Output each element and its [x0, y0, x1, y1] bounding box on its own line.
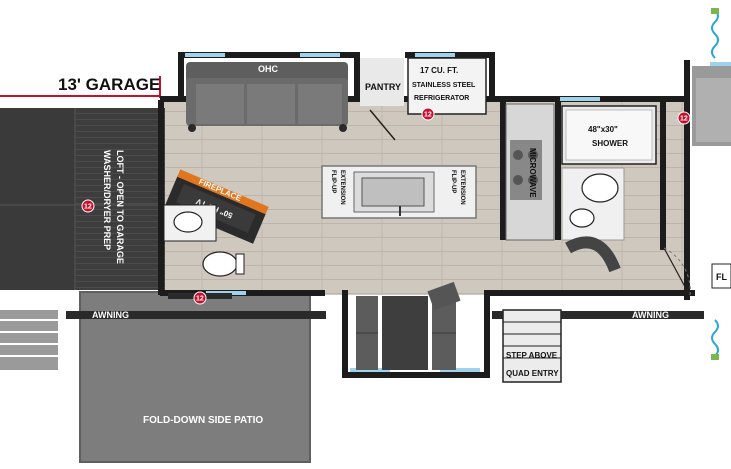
quad-entry-label: QUAD ENTRY: [506, 369, 559, 378]
flipup-right-line2: EXTENSION: [459, 170, 465, 205]
awning-right-label: AWNING: [632, 310, 669, 320]
sink-icon: [173, 211, 203, 233]
fridge-line1: 17 CU. FT.: [420, 66, 458, 75]
sink-icon: [361, 177, 425, 207]
main-bath: [561, 167, 625, 273]
flipup-left-line2: EXTENSION: [339, 170, 345, 205]
flipup-left-line1: FLIP-UP: [330, 170, 336, 193]
loft-label: LOFT - OPEN TO GARAGE: [115, 150, 125, 264]
shower: 48"x30" SHOWER: [561, 105, 657, 165]
water-hose-icon: [711, 319, 719, 360]
flipup-right-line1: FLIP-UP: [450, 170, 456, 193]
svg-text:12: 12: [680, 116, 688, 123]
microwave-label: MICROWAVE: [528, 148, 537, 198]
svg-text:12: 12: [424, 112, 432, 119]
water-hose-icon: [711, 8, 719, 59]
pantry-label: PANTRY: [365, 82, 401, 92]
step-above-label: STEP ABOVE: [506, 351, 558, 360]
toilet-icon: [202, 251, 238, 277]
ceiling-marker-label: 12: [84, 204, 92, 211]
ramp-steps: [0, 310, 58, 370]
kitchen-counter: MICROWAVE: [505, 103, 555, 241]
awning-right: AWNING: [492, 310, 704, 320]
kitchen-island: FLIP-UP EXTENSION FLIP-UP EXTENSION: [321, 165, 477, 219]
sofa: OHC: [186, 62, 348, 132]
shower-size-label: 48"x30": [588, 125, 618, 134]
garage-dimension: 13' GARAGE: [0, 75, 161, 98]
ceiling-marker-icon: 12: [421, 107, 435, 121]
awning-left: AWNING: [66, 310, 326, 320]
half-bath: [163, 204, 245, 277]
bedroom-partial: 12 FL: [677, 66, 731, 289]
ceiling-marker-icon: 12: [168, 291, 232, 305]
pantry: PANTRY: [360, 58, 404, 141]
doors: [663, 247, 691, 297]
garage-size-label: 13' GARAGE: [58, 75, 160, 94]
toilet-icon: [581, 173, 619, 203]
patio-label: FOLD-DOWN SIDE PATIO: [143, 415, 263, 426]
svg-text:12: 12: [196, 296, 204, 303]
garage: LOFT - OPEN TO GARAGE WASHER/DRYER PREP …: [0, 108, 165, 290]
ohc-label: OHC: [258, 64, 279, 74]
shower-label: SHOWER: [592, 139, 628, 148]
stovetop-icon: [510, 140, 542, 200]
washer-dryer-label: WASHER/DRYER PREP: [102, 150, 112, 250]
fridge-line2: STAINLESS STEEL: [412, 82, 476, 89]
refrigerator: 17 CU. FT. STAINLESS STEEL REFRIGERATOR …: [407, 57, 487, 121]
ceiling-marker-icon: 12: [677, 111, 691, 125]
entry-steps: STEP ABOVE QUAD ENTRY: [502, 309, 562, 383]
partial-label: FL: [716, 272, 727, 282]
dinette: [356, 281, 461, 370]
sink-icon: [569, 208, 595, 228]
ceiling-marker-icon: 12: [81, 199, 95, 213]
patio: FOLD-DOWN SIDE PATIO: [79, 291, 311, 463]
awning-left-label: AWNING: [92, 310, 129, 320]
fridge-line3: REFRIGERATOR: [414, 95, 469, 102]
